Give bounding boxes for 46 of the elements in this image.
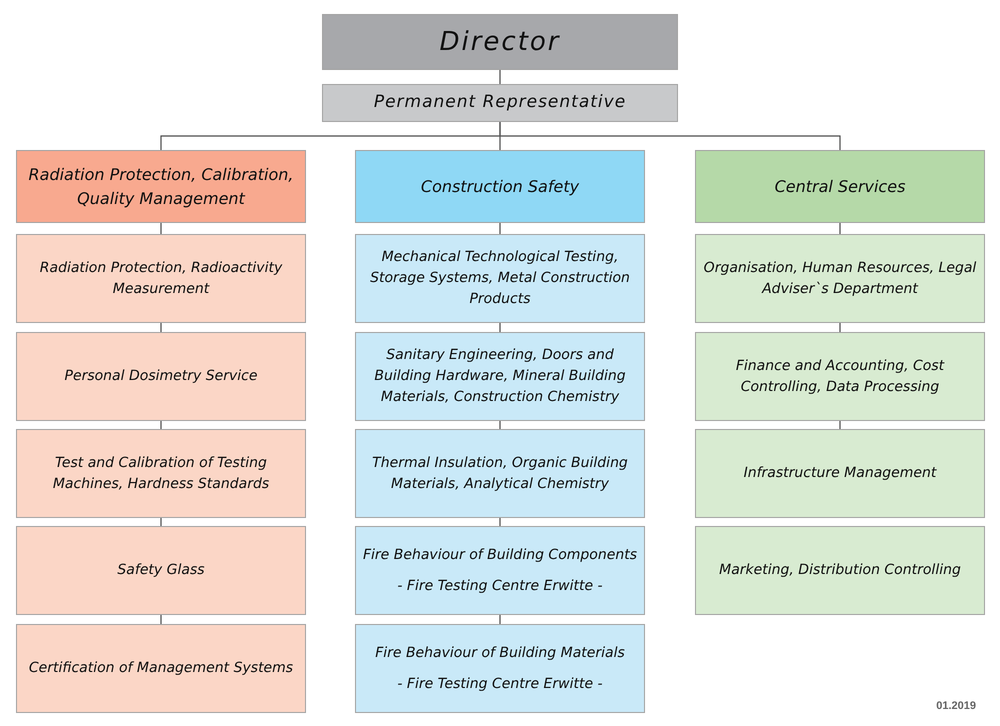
unit-name: Safety Glass bbox=[117, 561, 205, 580]
connector-line bbox=[499, 122, 841, 150]
unit-name: Personal Dosimetry Service bbox=[64, 367, 258, 386]
unit-box bbox=[695, 234, 985, 323]
department-header-box bbox=[16, 150, 306, 223]
unit-box bbox=[355, 429, 645, 518]
unit-box bbox=[16, 234, 306, 323]
unit-name: Mechanical Technological Testing, Storage Systems, Metal Construction Products bbox=[369, 248, 631, 309]
unit-box bbox=[16, 526, 306, 615]
unit-name: Radiation Protection, Radioactivity Measurement bbox=[38, 258, 284, 298]
unit-box bbox=[16, 624, 306, 713]
connector-line bbox=[160, 223, 162, 234]
unit-box bbox=[355, 332, 645, 421]
department-header-box bbox=[355, 150, 645, 223]
unit-name: Permanent Representative bbox=[374, 91, 626, 114]
unit-name: Certification of Management Systems bbox=[28, 659, 294, 678]
department-header-box bbox=[695, 150, 985, 223]
date-label: 01.2019 bbox=[936, 700, 976, 712]
unit-location: - Fire Testing Centre Erwitte - bbox=[397, 674, 603, 694]
director-box bbox=[322, 14, 678, 70]
unit-box bbox=[16, 429, 306, 518]
unit-location: - Fire Testing Centre Erwitte - bbox=[397, 576, 603, 596]
unit-name: Thermal Insulation, Organic Building Materials, Analytical Chemistry bbox=[371, 454, 629, 494]
unit-box bbox=[695, 526, 985, 615]
connector-line bbox=[499, 223, 501, 234]
unit-name: Fire Behaviour of Building Materials bbox=[375, 644, 625, 662]
unit-name: Fire Behaviour of Building Components bbox=[362, 546, 637, 564]
unit-name: Test and Calibration of Testing Machines, Hardness Standards bbox=[52, 454, 270, 494]
unit-name: Sanitary Engineering, Doors and Building Hardware, Mineral Building Materials, Construction Chemistry bbox=[373, 346, 627, 407]
unit-name: Central Services bbox=[774, 176, 906, 198]
unit-name: Director bbox=[439, 26, 560, 58]
unit-box bbox=[695, 332, 985, 421]
representative-box bbox=[322, 84, 678, 122]
unit-box bbox=[695, 429, 985, 518]
connector-line bbox=[839, 223, 841, 234]
connector-line bbox=[499, 70, 501, 84]
unit-box bbox=[16, 332, 306, 421]
unit-name: Infrastructure Management bbox=[744, 464, 936, 483]
unit-name: Marketing, Distribution Controlling bbox=[719, 561, 961, 580]
unit-name: Organisation, Human Resources, Legal Adviser`s Department bbox=[702, 258, 978, 298]
unit-box bbox=[355, 526, 645, 615]
unit-box bbox=[355, 624, 645, 713]
unit-name: Finance and Accounting, Cost Controlling, Data Processing bbox=[734, 356, 946, 396]
unit-box bbox=[355, 234, 645, 323]
unit-name: Construction Safety bbox=[420, 176, 580, 198]
unit-name: Radiation Protection, Calibration, Quality Management bbox=[28, 164, 294, 210]
